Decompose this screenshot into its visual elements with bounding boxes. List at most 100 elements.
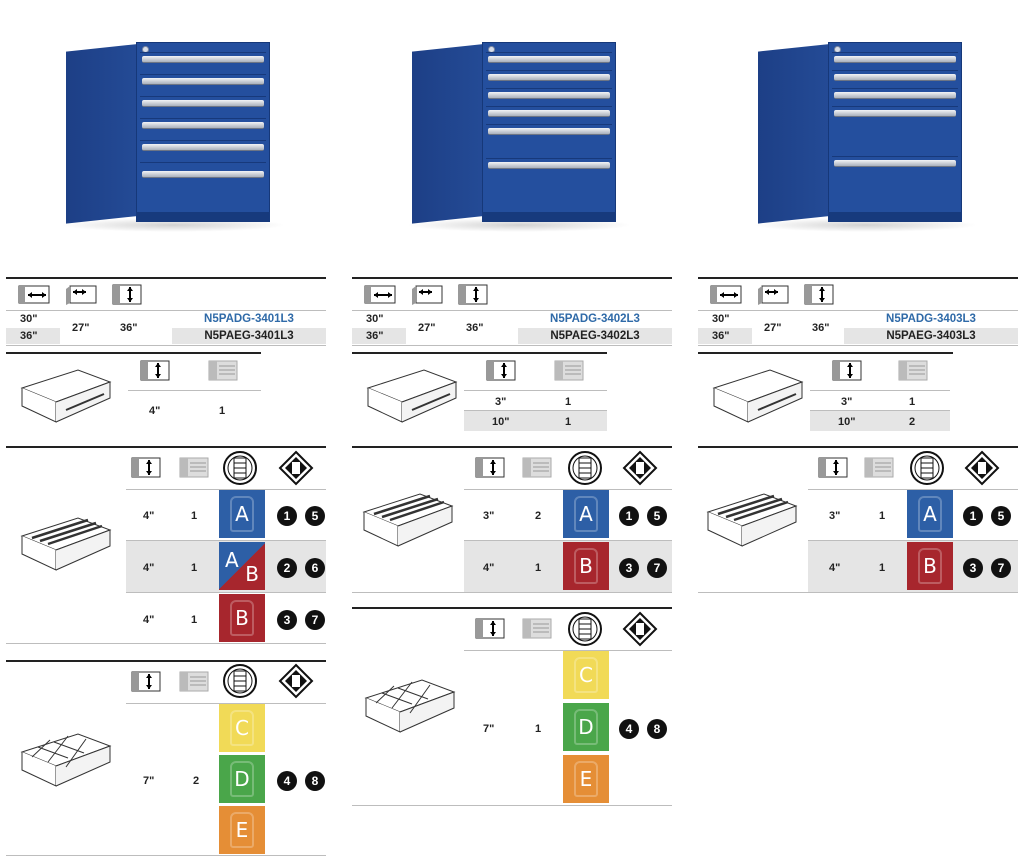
width-value-2: 36" xyxy=(712,330,730,342)
width-icon xyxy=(18,285,50,304)
depth-icon xyxy=(412,285,443,305)
option-number: 7 xyxy=(647,558,667,578)
tray-qty: 1 xyxy=(535,562,542,574)
option-number: 3 xyxy=(963,558,983,578)
width-value-2: 36" xyxy=(366,330,384,342)
tray-height: 4" xyxy=(143,510,155,522)
height-icon xyxy=(832,360,862,381)
bin-diamond-icon xyxy=(622,611,658,647)
height-icon xyxy=(475,618,505,639)
part-number-secondary: N5PAEG-3402L3 xyxy=(550,330,640,342)
tray-height: 3" xyxy=(483,510,495,522)
tray-height: 7" xyxy=(143,775,155,787)
depth-value: 27" xyxy=(418,322,436,334)
height-value: 36" xyxy=(812,322,830,334)
drawer-sketch xyxy=(366,369,458,423)
divider xyxy=(6,277,326,279)
tray-qty: 1 xyxy=(879,562,886,574)
drawer-height: 10" xyxy=(492,416,510,428)
bin-icon xyxy=(568,451,602,485)
bin-icon xyxy=(223,451,257,485)
option-number: 3 xyxy=(277,610,297,630)
part-number-primary: N5PADG-3403L3 xyxy=(886,313,976,325)
drawer-qty: 1 xyxy=(219,405,226,417)
drawer-height: 4" xyxy=(149,405,161,417)
tray-qty: 1 xyxy=(191,562,198,574)
bin-tile-b: B xyxy=(219,594,265,642)
height-value: 36" xyxy=(466,322,484,334)
width-value-1: 30" xyxy=(366,313,384,325)
height-icon xyxy=(131,457,161,478)
depth-value: 27" xyxy=(764,322,782,334)
option-number: 1 xyxy=(277,506,297,526)
bin-diamond-icon xyxy=(278,663,314,699)
tray-qty: 2 xyxy=(535,510,542,522)
bin-tile-a: A xyxy=(907,490,953,538)
depth-icon xyxy=(758,285,789,305)
depth-value: 27" xyxy=(72,322,90,334)
product-column-1: 30" 36" 27" 36" N5PADG-3401L3 N5PAEG-340… xyxy=(6,0,331,858)
width-value-2: 36" xyxy=(20,330,38,342)
tray-qty: 2 xyxy=(193,775,200,787)
bin-icon xyxy=(568,612,602,646)
option-number: 7 xyxy=(305,610,325,630)
option-number: 4 xyxy=(277,771,297,791)
part-number-secondary: N5PAEG-3403L3 xyxy=(886,330,976,342)
option-number: 6 xyxy=(305,558,325,578)
height-icon xyxy=(804,284,834,305)
drawer-qty: 2 xyxy=(909,416,916,428)
bin-tile-a: A xyxy=(563,490,609,538)
tray-qty: 1 xyxy=(191,510,198,522)
option-number: 8 xyxy=(305,771,325,791)
bin-tile-b: B xyxy=(563,542,609,590)
height-value: 36" xyxy=(120,322,138,334)
height-icon xyxy=(458,284,488,305)
part-number-primary: N5PADG-3402L3 xyxy=(550,313,640,325)
bin-diamond-icon xyxy=(964,450,1000,486)
drawer-stack-icon xyxy=(179,671,209,692)
bin-diamond-icon xyxy=(278,450,314,486)
bin-tile-e: E xyxy=(219,806,265,854)
bin-tile-d: D xyxy=(219,755,265,803)
bin-tile-c: C xyxy=(563,651,609,699)
depth-icon xyxy=(66,285,97,305)
tray-height: 3" xyxy=(829,510,841,522)
bin-tile-b: B xyxy=(907,542,953,590)
drawer-sketch xyxy=(712,369,804,423)
width-value-1: 30" xyxy=(712,313,730,325)
width-value-1: 30" xyxy=(20,313,38,325)
drawer-height: 3" xyxy=(495,396,507,408)
height-icon xyxy=(112,284,142,305)
part-number-secondary: N5PAEG-3401L3 xyxy=(204,330,294,342)
drawer-divider-sketch xyxy=(706,493,798,547)
drawer-sketch xyxy=(20,369,112,423)
width-icon xyxy=(710,285,742,304)
drawer-height: 10" xyxy=(838,416,856,428)
bin-tile-a: A xyxy=(219,490,265,538)
part-number-primary: N5PADG-3401L3 xyxy=(204,313,294,325)
bin-icon xyxy=(910,451,944,485)
cabinet-image xyxy=(60,36,286,232)
drawer-stack-icon xyxy=(522,457,552,478)
product-column-3: 30" 36" 27" 36" N5PADG-3403L3 N5PAEG-340… xyxy=(698,0,1023,858)
option-number: 3 xyxy=(619,558,639,578)
option-number: 1 xyxy=(619,506,639,526)
tray-height: 4" xyxy=(143,562,155,574)
drawer-stack-icon xyxy=(864,457,894,478)
tray-height: 4" xyxy=(483,562,495,574)
product-column-2: 30" 36" 27" 36" N5PADG-3402L3 N5PAEG-340… xyxy=(352,0,677,858)
option-number: 5 xyxy=(991,506,1011,526)
option-number: 8 xyxy=(647,719,667,739)
width-icon xyxy=(364,285,396,304)
height-icon xyxy=(818,457,848,478)
drawer-qty: 1 xyxy=(565,396,572,408)
drawer-stack-icon xyxy=(522,618,552,639)
bin-diamond-icon xyxy=(622,450,658,486)
tray-height: 4" xyxy=(143,614,155,626)
option-number: 5 xyxy=(647,506,667,526)
bin-tile-d: D xyxy=(563,703,609,751)
height-icon xyxy=(486,360,516,381)
height-icon xyxy=(131,671,161,692)
cabinet-image xyxy=(406,36,632,232)
